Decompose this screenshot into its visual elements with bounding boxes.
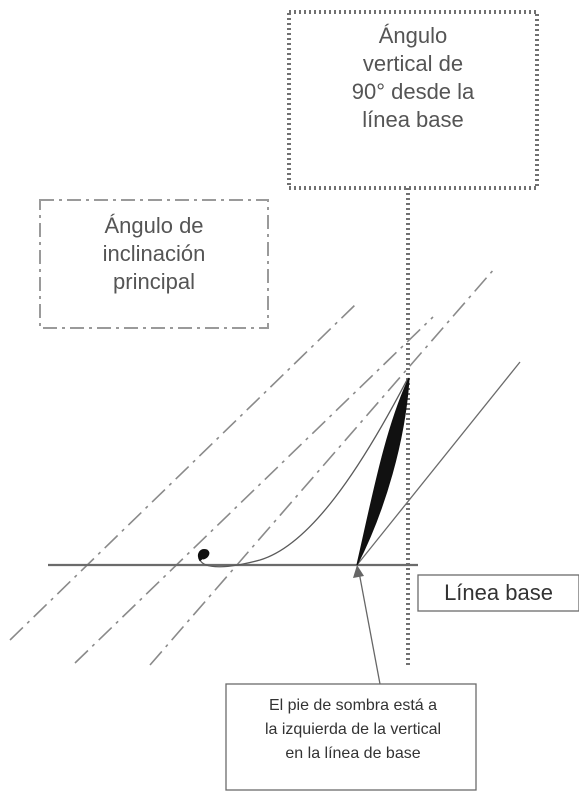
vertical-angle-line-3: 90° desde la	[351, 78, 475, 104]
pointer-arrowhead	[353, 565, 364, 578]
note-line-3: en la línea de base	[285, 745, 421, 762]
shadow-foot-note: El pie de sombra está a la izquierda de …	[233, 694, 473, 766]
pointer-arrow	[358, 571, 381, 685]
vertical-angle-box	[287, 10, 539, 190]
baseline-label: Línea base	[444, 580, 553, 605]
slant-angle-line-1: Ángulo de	[104, 213, 204, 238]
baseline-label-box	[417, 574, 579, 612]
slant-angle-label: Ángulo de inclinación principal	[42, 212, 266, 296]
slant-guide-line	[74, 316, 434, 664]
slant-reference-line	[356, 361, 521, 566]
downstroke-shadow	[356, 377, 410, 566]
vertical-angle-label: Ángulo vertical de 90° desde la línea ba…	[290, 22, 536, 134]
slant-angle-box	[39, 199, 269, 329]
connector-curve	[199, 377, 409, 568]
slant-guide-line	[9, 304, 356, 641]
slant-guide-line	[149, 267, 496, 666]
note-line-2: la izquierda de la vertical	[264, 721, 442, 738]
note-line-1: El pie de sombra está a	[268, 697, 438, 714]
entry-hook-mark	[197, 549, 210, 562]
slant-angle-line-2: inclinación	[102, 240, 206, 266]
vertical-angle-line-4: línea base	[362, 106, 464, 132]
vertical-angle-line-2: vertical de	[362, 50, 464, 76]
slant-angle-line-3: principal	[113, 268, 195, 294]
note-box	[225, 683, 477, 791]
vertical-angle-line-1: Ángulo	[378, 23, 448, 48]
